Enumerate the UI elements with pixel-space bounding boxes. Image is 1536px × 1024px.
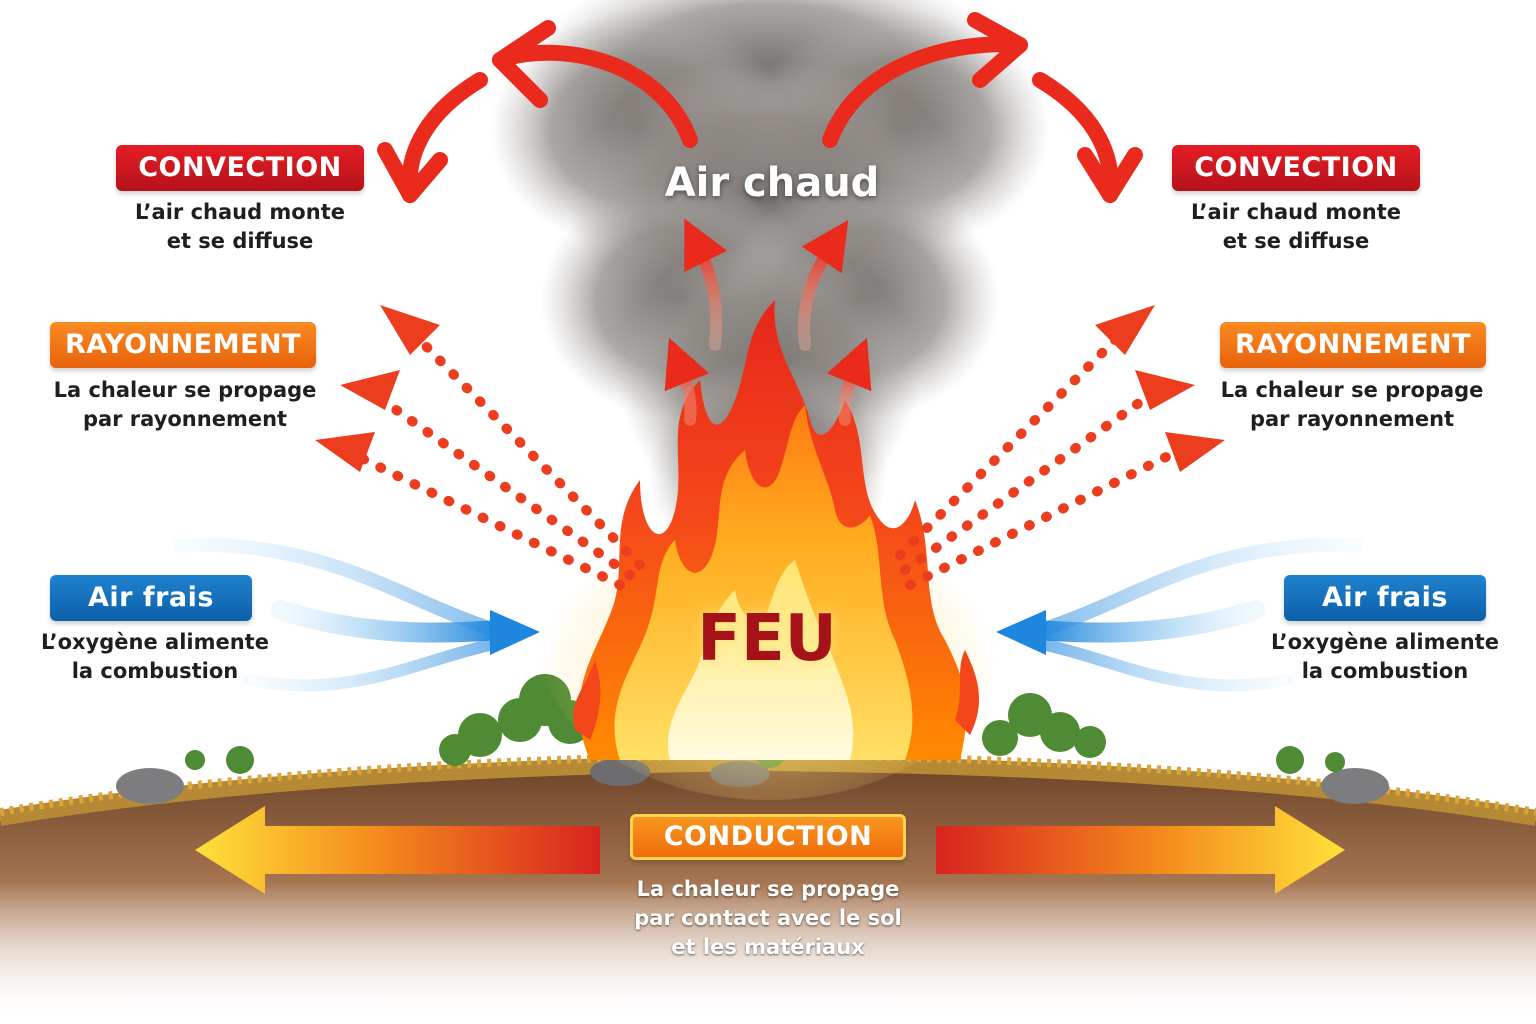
radiation-arrow-icon xyxy=(315,305,1225,590)
fresh-air-desc-right: L’oxygène alimente la combustion xyxy=(1271,630,1499,683)
conduction-desc: La chaleur se propage par contact avec l… xyxy=(634,877,902,959)
flame-icon xyxy=(573,300,980,760)
fire-label: FEU xyxy=(697,602,837,676)
radiation-desc-right: La chaleur se propage par rayonnement xyxy=(1220,378,1484,431)
radiation-badge-right: RAYONNEMENT xyxy=(1220,322,1486,368)
convection-badge-right: CONVECTION xyxy=(1172,145,1420,191)
conduction-arrow-icon xyxy=(195,806,1345,894)
convection-badge-left: CONVECTION xyxy=(116,145,364,191)
convection-arc-left xyxy=(377,20,698,203)
fresh-air-arrow-icon xyxy=(173,537,1363,692)
radiation-badge-left: RAYONNEMENT xyxy=(50,322,316,368)
conduction-badge: CONDUCTION xyxy=(630,814,906,860)
hot-air-label: Air chaud xyxy=(664,160,880,206)
fresh-air-badge-left: Air frais xyxy=(50,575,252,621)
radiation-desc-left: La chaleur se propage par rayonnement xyxy=(53,378,317,431)
convection-arrow-icon xyxy=(664,218,872,426)
fresh-air-badge-right: Air frais xyxy=(1284,575,1486,621)
convection-arc-right xyxy=(822,12,1143,203)
fresh-air-desc-left: L’oxygène alimente la combustion xyxy=(41,630,269,683)
convection-desc-right: L’air chaud monte et se diffuse xyxy=(1191,200,1401,253)
convection-desc-left: L’air chaud monte et se diffuse xyxy=(135,200,345,253)
